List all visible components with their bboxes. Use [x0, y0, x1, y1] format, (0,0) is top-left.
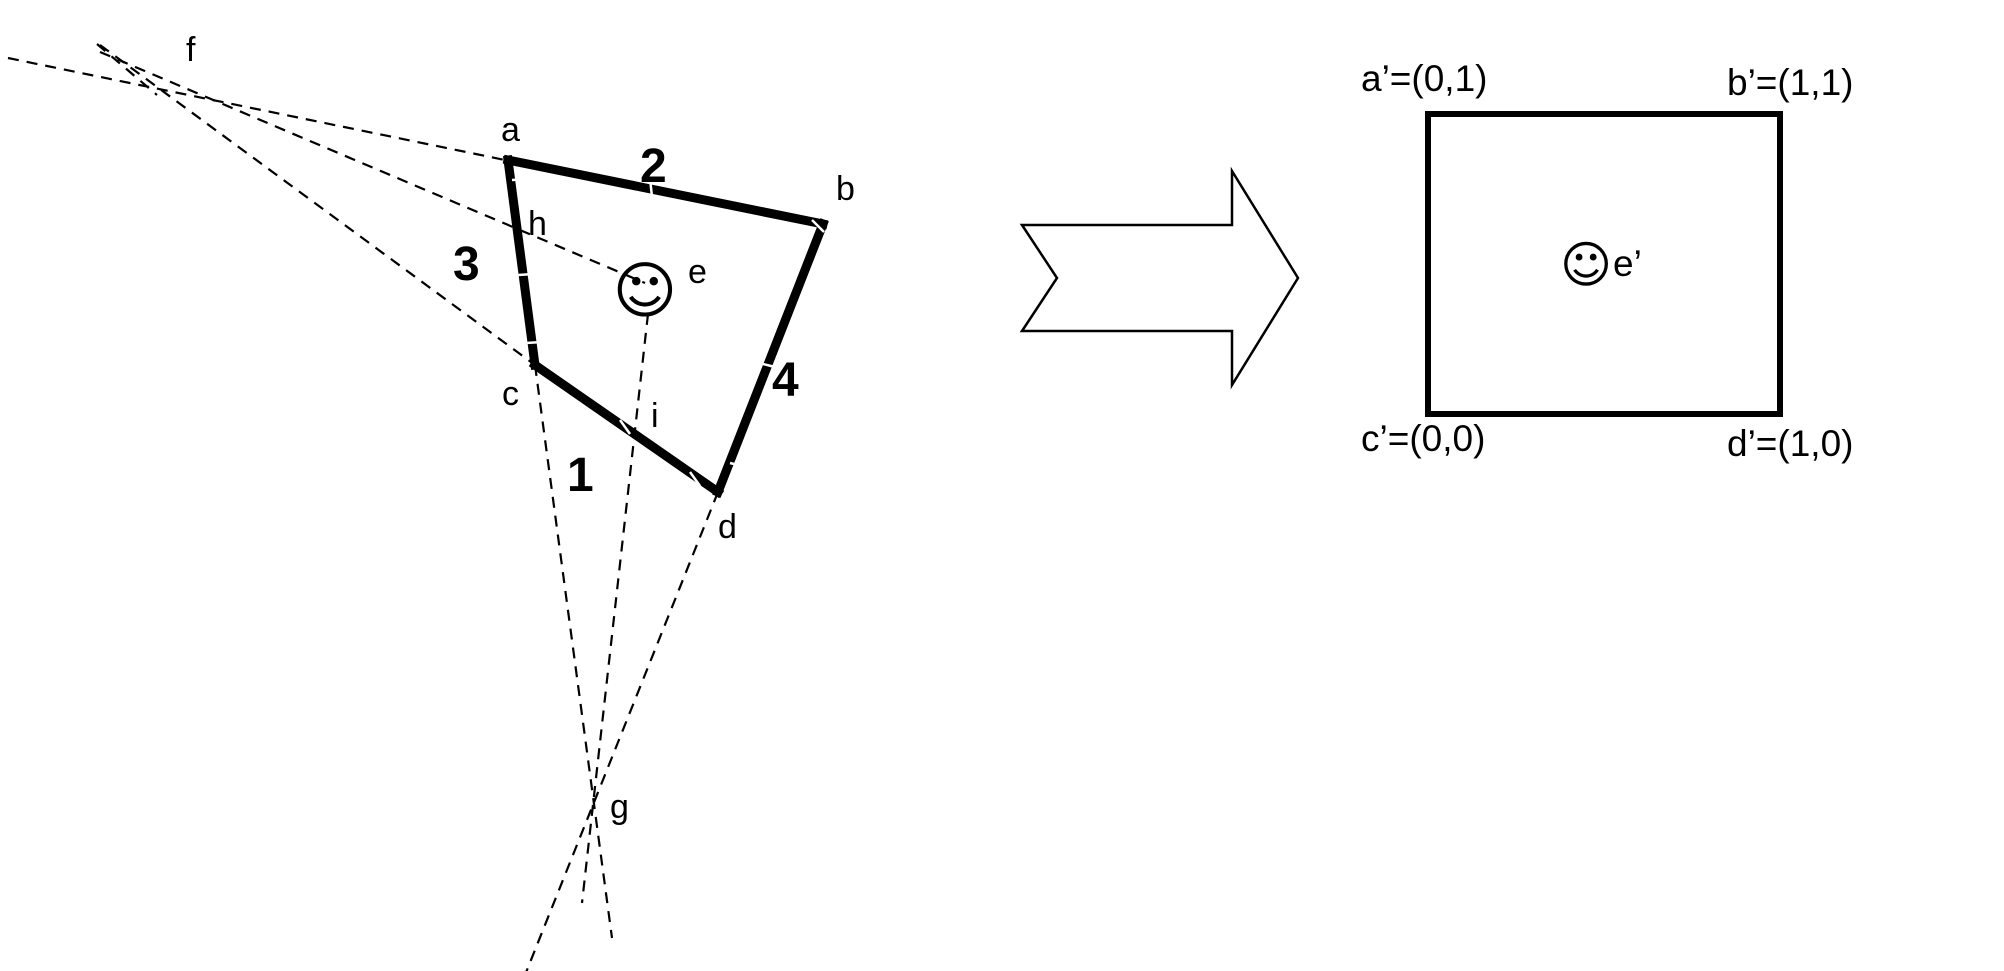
- dashed-line-d-to-g: [525, 491, 720, 971]
- edge-3-c-to-a: [502, 154, 541, 371]
- tick-mark: [729, 461, 747, 469]
- smiley-face-icon: ☺: [613, 254, 678, 327]
- tick-mark: [648, 177, 654, 198]
- right-arrow-icon: [1019, 166, 1300, 390]
- source-quadrilateral-figure: f a b h e c i d g 2 3 4 1 ☺: [7, 31, 855, 971]
- tick-mark: [758, 361, 776, 369]
- tick-mark: [811, 219, 825, 233]
- edge-number-4: 4: [772, 354, 799, 407]
- label-h: h: [528, 205, 547, 243]
- label-g: g: [610, 788, 629, 826]
- label-d-prime: d’=(1,0): [1727, 423, 1853, 464]
- tick-mark: [688, 471, 702, 487]
- edge-tick-marks: [511, 177, 825, 487]
- dashed-line-through-f-upper: [96, 43, 158, 96]
- tick-mark: [511, 177, 531, 182]
- arrow-outline: [1019, 166, 1300, 390]
- tick-mark: [525, 340, 543, 345]
- dashed-line-f-to-h: [99, 50, 646, 285]
- smiley-face-icon: ☺: [1560, 236, 1612, 294]
- tick-mark: [618, 419, 632, 435]
- label-a-prime: a’=(0,1): [1361, 58, 1487, 99]
- tick-mark: [517, 272, 535, 277]
- label-c-prime: c’=(0,0): [1361, 418, 1485, 459]
- edge-2-a-to-b: [502, 154, 829, 230]
- dashed-line-c-to-g: [533, 364, 614, 939]
- dashed-line-f-to-a: [7, 56, 506, 162]
- edge-number-2: 2: [640, 140, 667, 193]
- edge-number-3: 3: [453, 238, 480, 291]
- label-e: e: [688, 253, 707, 291]
- label-c: c: [502, 375, 519, 413]
- label-e-prime: e’: [1613, 243, 1642, 284]
- label-b-prime: b’=(1,1): [1727, 62, 1853, 103]
- construction-lines: [7, 43, 720, 971]
- label-i: i: [651, 397, 659, 435]
- edge-number-1: 1: [567, 449, 594, 502]
- label-b: b: [836, 170, 855, 208]
- dashed-line-e-to-g: [580, 313, 650, 904]
- label-d: d: [718, 508, 737, 546]
- label-a: a: [501, 111, 520, 149]
- unit-square-figure: a’=(0,1) b’=(1,1) c’=(0,0) d’=(1,0) ☺ e’: [1361, 58, 1853, 464]
- edge-4-b-to-d: [712, 218, 829, 498]
- unit-square: [1425, 111, 1783, 417]
- label-f: f: [186, 31, 196, 69]
- dashed-line-f-to-c: [99, 44, 536, 366]
